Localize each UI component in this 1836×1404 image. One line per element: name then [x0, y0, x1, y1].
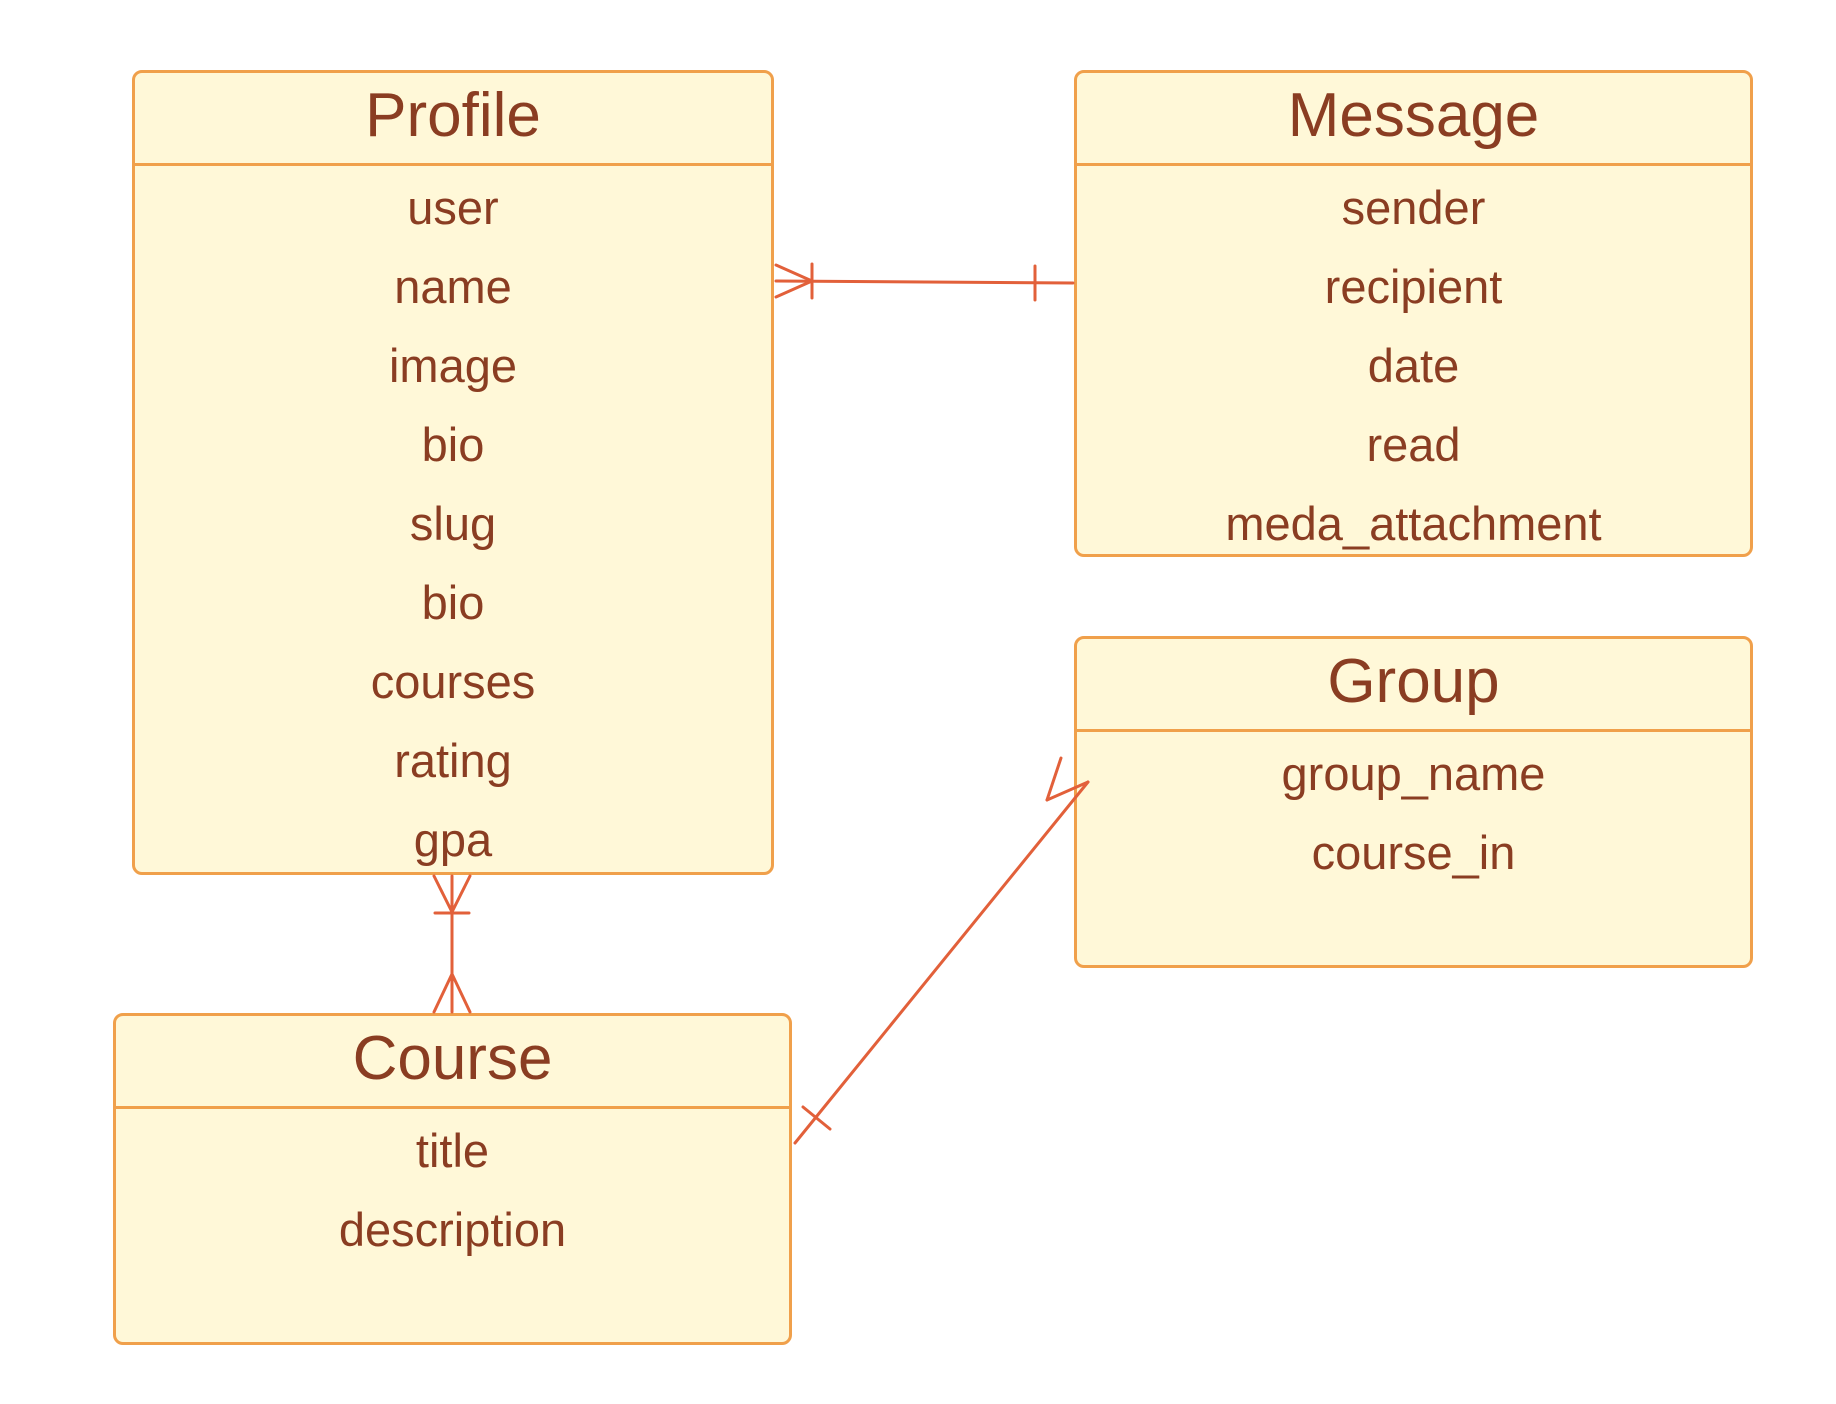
entity-field: rating — [394, 734, 512, 787]
entity-field: gpa — [413, 813, 493, 866]
entity-field: courses — [370, 655, 536, 708]
crowfoot-marker — [774, 279, 814, 299]
entity-message[interactable]: Message sender recipient date read meda_atta… — [1074, 70, 1753, 557]
entity-title: Course — [116, 1016, 789, 1109]
entity-title: Message — [1077, 73, 1750, 166]
entity-field: group_name — [1281, 747, 1546, 800]
entity-field: meda_attachment — [1225, 497, 1602, 550]
crowfoot-marker — [432, 972, 454, 1014]
entity-field: course_in — [1311, 826, 1516, 879]
entity-field: image — [388, 339, 517, 392]
entity-field: title — [415, 1124, 490, 1177]
entity-field-list: group_name course_in — [1077, 732, 1750, 892]
entity-field-list: user name image bio slug bio courses rating gpa — [135, 166, 771, 872]
one-marker — [801, 1105, 832, 1131]
entity-course[interactable]: Course title description — [113, 1013, 792, 1345]
relationship-line — [774, 279, 1075, 285]
relationship-course-group[interactable] — [793, 756, 1090, 1145]
relationship-line — [793, 780, 1090, 1145]
crowfoot-marker — [450, 972, 472, 1014]
crowfoot-marker — [774, 263, 814, 283]
entity-field-list: title description — [116, 1109, 789, 1269]
entity-field: description — [338, 1203, 567, 1256]
relationship-profile-course[interactable] — [432, 874, 472, 1014]
entity-field: user — [407, 181, 499, 234]
entity-field: sender — [1341, 181, 1486, 234]
entity-profile[interactable]: Profile user name image bio slug bio courses ra… — [132, 70, 774, 875]
entity-field-list: sender recipient date read meda_attachment — [1077, 166, 1750, 554]
entity-field: bio — [421, 418, 485, 471]
entity-field: date — [1367, 339, 1460, 392]
entity-group[interactable]: Group group_name course_in — [1074, 636, 1753, 968]
entity-field: bio — [421, 576, 485, 629]
relationship-profile-message[interactable] — [774, 262, 1075, 302]
entity-field: recipient — [1324, 260, 1503, 313]
crowfoot-marker — [432, 874, 454, 914]
entity-field: read — [1366, 418, 1461, 471]
entity-field: name — [394, 260, 512, 313]
entity-field: slug — [409, 497, 497, 550]
entity-title: Profile — [135, 73, 771, 166]
crowfoot-marker — [450, 874, 472, 914]
entity-title: Group — [1077, 639, 1750, 732]
crowfoot-marker — [1045, 756, 1063, 802]
